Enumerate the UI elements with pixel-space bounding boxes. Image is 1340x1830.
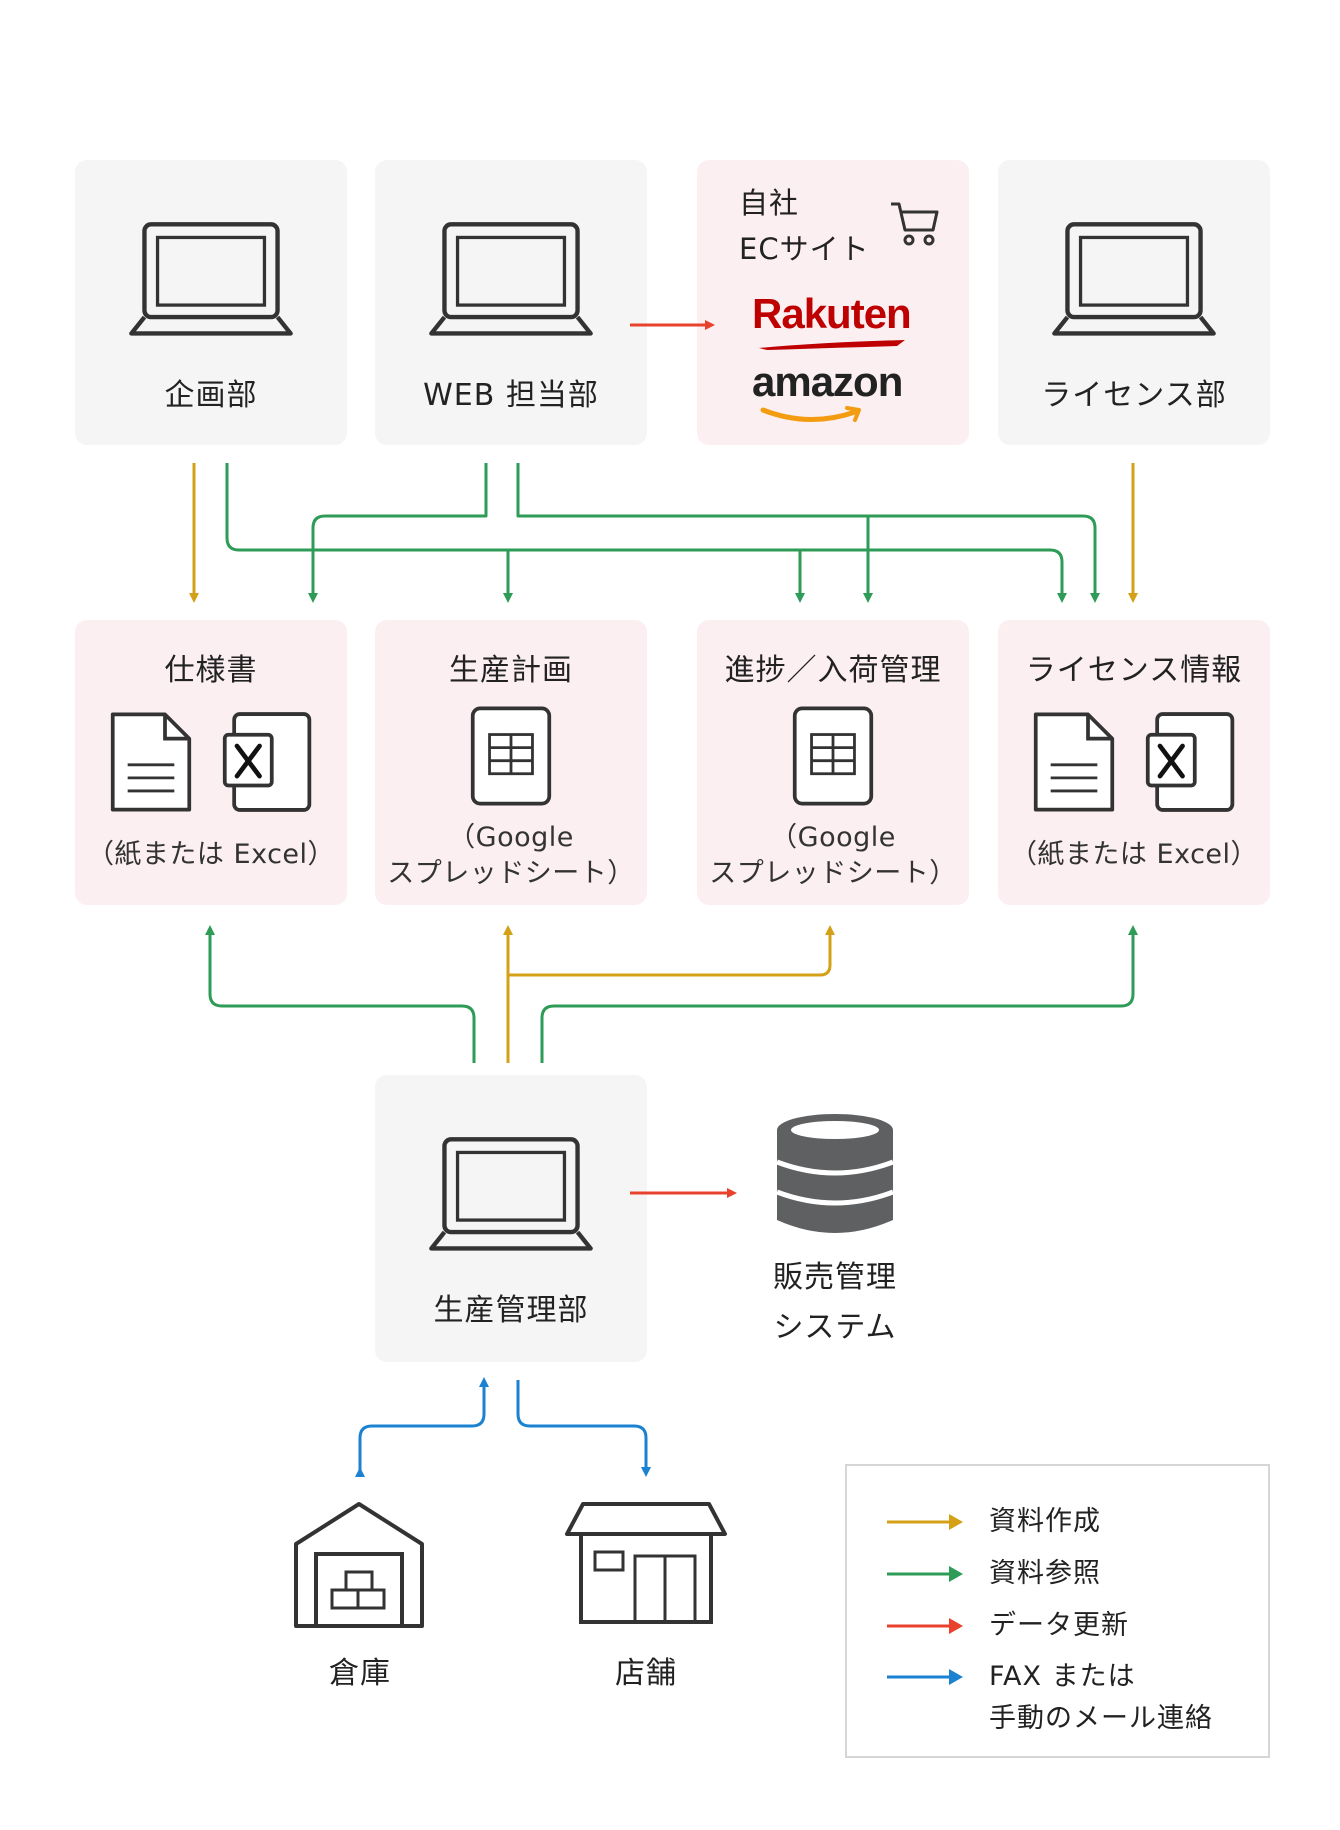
- arrow-web-to-spec: [308, 463, 488, 603]
- system-label-line2: システム: [773, 1310, 897, 1345]
- legend-reference-arrow: [887, 1566, 963, 1582]
- rakuten-swoosh: [759, 340, 905, 350]
- arrow-warehouse-to-production: [355, 1377, 489, 1477]
- legend-update-label: データ更新: [989, 1610, 1129, 1641]
- system-label-line1: 販売管理: [773, 1260, 897, 1295]
- progress-note-line2: スプレッドシート）: [709, 858, 957, 889]
- warehouse-label: 倉庫: [329, 1656, 391, 1691]
- legend-contact-label-line2: 手動のメール連絡: [989, 1703, 1213, 1734]
- license-dept-label: ライセンス部: [1041, 378, 1227, 413]
- web-dept-box: WEB 担当部: [375, 160, 647, 445]
- legend-create-arrow: [887, 1514, 963, 1530]
- arrow-production-to-progress: [508, 925, 835, 977]
- progress-note-line1: （Google: [770, 822, 896, 853]
- legend-contact-arrow: [887, 1669, 963, 1685]
- ec-site-box: 自社 ECサイト Rakuten amazon: [697, 160, 969, 445]
- arrow-production-to-store: [516, 1380, 651, 1477]
- plan-note-line2: スプレッドシート）: [387, 858, 635, 889]
- spec-title: 仕様書: [164, 653, 258, 688]
- store-label: 店舗: [615, 1656, 677, 1691]
- amazon-logo: amazon: [752, 358, 903, 405]
- progress-doc-box: 進捗／入荷管理 （Google スプレッドシート）: [697, 620, 969, 905]
- plan-title: 生産計画: [449, 653, 573, 688]
- production-dept-label: 生産管理部: [433, 1293, 589, 1328]
- license-info-box: ライセンス情報 （紙または Excel）: [998, 620, 1270, 905]
- arrow-production-to-spec: [205, 925, 476, 1063]
- legend-create-label: 資料作成: [989, 1506, 1101, 1537]
- ec-title-line1: 自社: [739, 186, 800, 220]
- legend-update-arrow: [887, 1618, 963, 1634]
- planning-dept-box: 企画部: [75, 160, 347, 445]
- warehouse-icon: [294, 1502, 424, 1628]
- spec-doc-box: 仕様書 （紙または Excel）: [75, 620, 347, 905]
- database-icon: [776, 1114, 894, 1233]
- production-dept-box: 生産管理部: [375, 1075, 647, 1362]
- license-info-title: ライセンス情報: [1025, 653, 1243, 688]
- cart-icon: [891, 202, 939, 246]
- planning-dept-label: 企画部: [164, 378, 258, 413]
- ec-title-line2: ECサイト: [739, 232, 870, 266]
- legend: 資料作成 資料参照 データ更新 FAX または 手動のメール連絡: [845, 1464, 1270, 1758]
- arrow-planning-ref: [225, 463, 1067, 603]
- arrow-production-to-licenseinfo: [540, 925, 1138, 1063]
- license-dept-box: ライセンス部: [998, 160, 1270, 445]
- plan-doc-box: 生産計画 （Google スプレッドシート）: [375, 620, 647, 905]
- legend-contact-label-line1: FAX または: [989, 1661, 1136, 1692]
- plan-note-line1: （Google: [448, 822, 574, 853]
- progress-title: 進捗／入荷管理: [724, 653, 942, 688]
- web-dept-label: WEB 担当部: [423, 378, 599, 413]
- rakuten-logo: Rakuten: [752, 290, 912, 337]
- spec-note: （紙または Excel）: [86, 839, 336, 870]
- legend-reference-label: 資料参照: [989, 1558, 1101, 1589]
- store-icon: [565, 1502, 727, 1624]
- amazon-smile: [760, 406, 861, 422]
- arrow-web-ref: [516, 463, 1100, 603]
- license-info-note: （紙または Excel）: [1009, 839, 1259, 870]
